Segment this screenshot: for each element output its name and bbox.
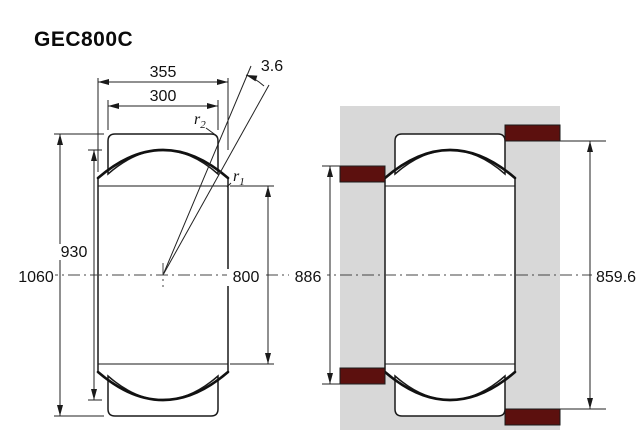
locating-ring-section bbox=[339, 367, 386, 385]
label-backplate bbox=[56, 244, 92, 260]
leader-line bbox=[226, 182, 232, 188]
locating-ring-section bbox=[504, 124, 561, 142]
chamfer-symbol: r bbox=[194, 111, 201, 128]
chamfer-label-r1: r1 bbox=[233, 168, 245, 188]
leader-line bbox=[205, 127, 218, 137]
label-backplate bbox=[17, 269, 55, 286]
label-backplate bbox=[289, 269, 327, 286]
chamfer-label-r2: r2 bbox=[194, 111, 206, 131]
dim-label-inner-ring-width: 355 bbox=[150, 64, 177, 81]
sphere-surface-arc bbox=[96, 148, 230, 180]
dim-label-tilt-angle: 3.6 bbox=[261, 58, 283, 75]
page-title: GEC800C bbox=[34, 28, 133, 51]
misalignment-angle-arc bbox=[245, 74, 265, 87]
label-backplate bbox=[592, 269, 639, 286]
label-backplate bbox=[227, 269, 265, 286]
chamfer-subscript: 1 bbox=[239, 176, 245, 188]
misalignment-angle-line bbox=[162, 84, 270, 276]
dim-label-outer-diameter: 1060 bbox=[18, 269, 54, 286]
dim-label-housing-abutment: 859.6 bbox=[596, 269, 636, 286]
locating-ring-section bbox=[504, 408, 561, 426]
sphere-surface-arc bbox=[383, 148, 517, 180]
dim-label-bore-diameter: 800 bbox=[233, 269, 260, 286]
sphere-surface-arc bbox=[96, 370, 230, 402]
sphere-surface-arc bbox=[383, 370, 517, 402]
dim-label-sphere-diameter: 930 bbox=[61, 244, 88, 261]
dim-label-shaft-abutment: 886 bbox=[295, 269, 322, 286]
chamfer-symbol: r bbox=[233, 168, 240, 185]
chamfer-subscript: 2 bbox=[200, 119, 206, 131]
dim-label-outer-ring-width: 300 bbox=[150, 88, 177, 105]
locating-ring-section bbox=[339, 165, 386, 183]
misalignment-angle-line bbox=[162, 65, 252, 276]
